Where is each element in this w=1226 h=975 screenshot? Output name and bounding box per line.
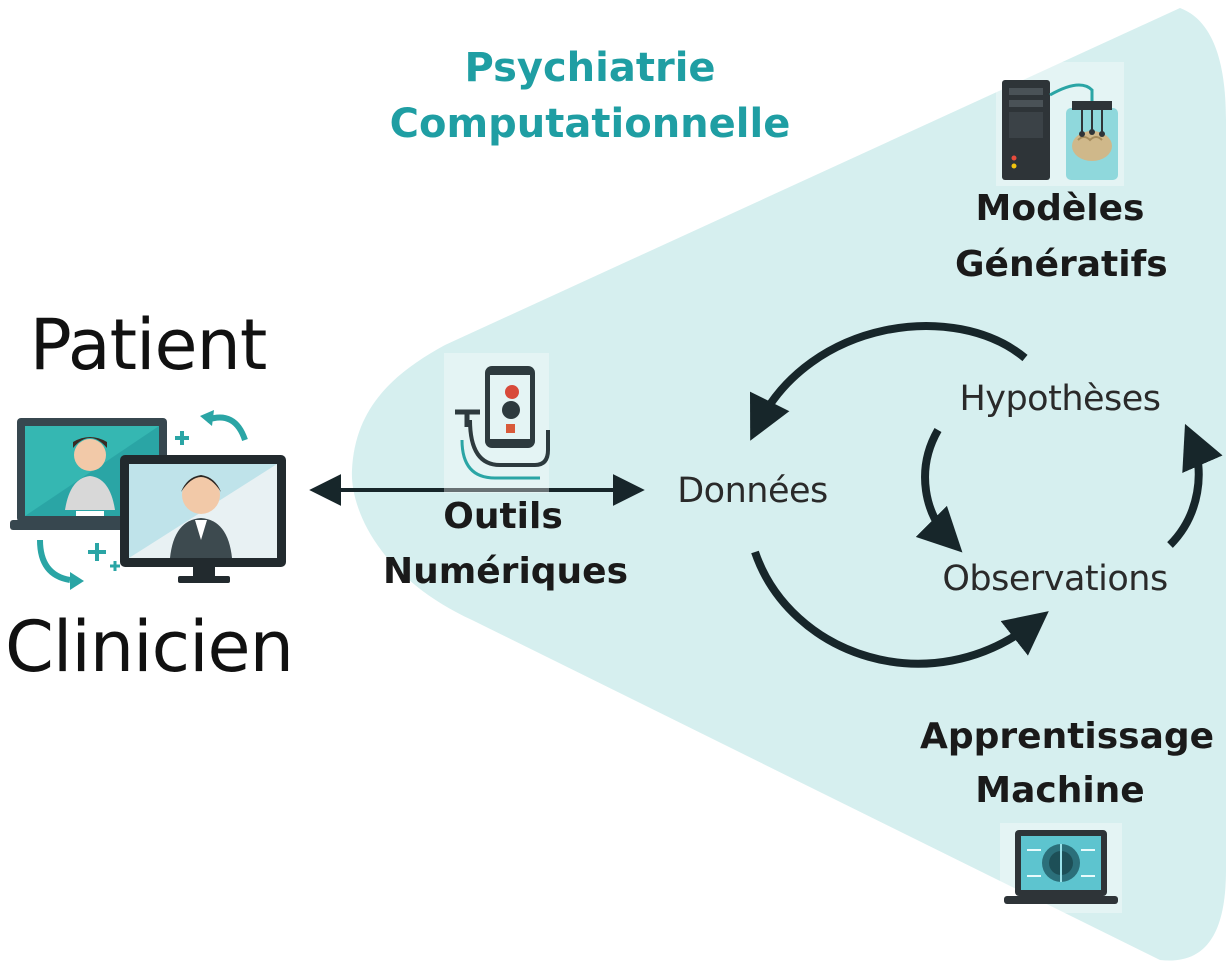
generative-models-label-line-2: Génératifs bbox=[955, 244, 1168, 285]
arrow-donnees-to-observations bbox=[751, 550, 1049, 668]
observations-label: Observations bbox=[942, 559, 1168, 599]
machine-learning-label-line-1: Apprentissage bbox=[920, 716, 1215, 757]
smartphone-stethoscope-icon bbox=[444, 353, 550, 493]
laptop-circuit-brain-icon bbox=[1000, 823, 1122, 913]
diagram-title-line-1: Psychiatrie bbox=[464, 45, 716, 91]
arrow-hypotheses-to-observations bbox=[915, 428, 963, 553]
hypotheses-label: Hypothèses bbox=[959, 379, 1161, 419]
arrow-observations-to-hypotheses bbox=[1167, 423, 1223, 548]
clinician-label: Clinicien bbox=[5, 606, 294, 688]
computational-cone-background bbox=[351, 8, 1226, 961]
digital-tools-label-line-2: Numériques bbox=[383, 551, 629, 592]
diagram-title-line-2: Computationnelle bbox=[389, 101, 791, 147]
arrow-hypotheses-to-donnees bbox=[750, 322, 1028, 441]
machine-learning-label-line-2: Machine bbox=[975, 770, 1145, 811]
donnees-label: Données bbox=[677, 471, 828, 511]
digital-tools-label-line-1: Outils bbox=[443, 496, 563, 537]
telemedicine-video-call-icon bbox=[10, 410, 286, 590]
generative-models-label-line-1: Modèles bbox=[975, 188, 1145, 229]
server-brain-icon bbox=[996, 62, 1124, 186]
patient-label: Patient bbox=[29, 304, 268, 386]
